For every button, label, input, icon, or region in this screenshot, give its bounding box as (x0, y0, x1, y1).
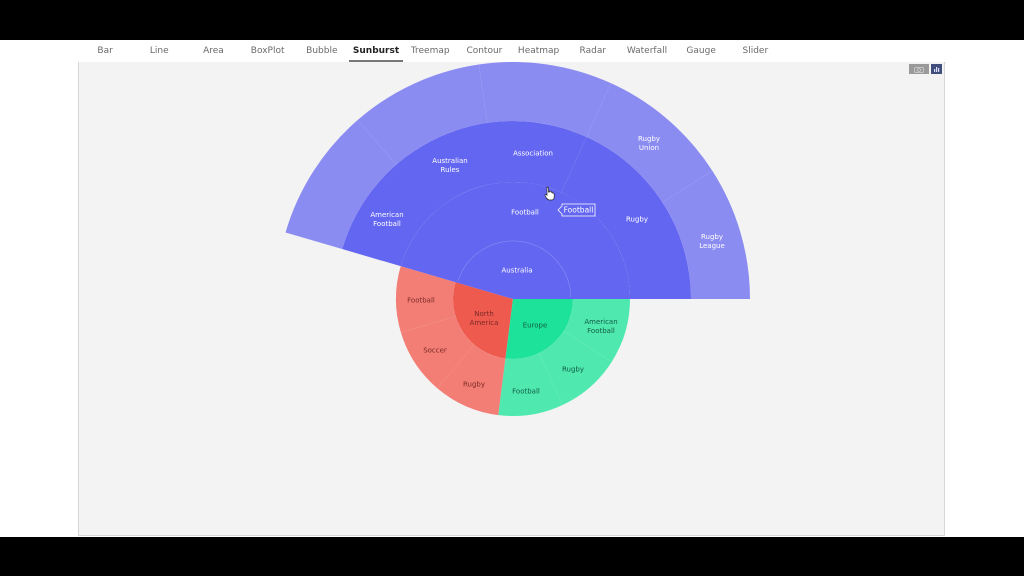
segment-australia-rugby-rugby-league[interactable] (662, 170, 750, 299)
segment-europe[interactable] (505, 299, 573, 360)
segment-australia-rugby[interactable] (561, 136, 691, 299)
chart-type-tabs: Bar Line Area BoxPlot Bubble Sunburst Treemap C… (78, 40, 946, 63)
tab-line[interactable]: Line (149, 46, 169, 56)
label-australia: Australia (502, 267, 533, 275)
label-association: Association (513, 150, 553, 158)
segment-europe-rugby[interactable] (538, 331, 612, 405)
tab-gauge[interactable]: Gauge (686, 46, 716, 56)
hand-cursor-icon (544, 186, 555, 201)
segment-australia-football[interactable] (342, 121, 587, 267)
segment-north-america-soccer[interactable] (400, 316, 475, 389)
label-north-america-football: Football (407, 297, 435, 305)
app-window: Bar Line Area BoxPlot Bubble Sunburst Treemap C… (0, 40, 1024, 537)
segment-europe-football[interactable] (498, 353, 563, 416)
label-north-america-rugby: Rugby (463, 381, 485, 389)
label-europe-football: Football (512, 388, 540, 396)
segment-north-america-rugby[interactable] (437, 344, 506, 416)
chart-toolbar (909, 64, 942, 74)
tab-bubble[interactable]: Bubble (306, 46, 338, 56)
label-australia-football: Football (511, 209, 539, 217)
label-europe: Europe (523, 322, 548, 330)
tab-area[interactable]: Area (203, 46, 224, 56)
tab-sunburst[interactable]: Sunburst (348, 40, 404, 62)
tab-contour[interactable]: Contour (466, 46, 503, 56)
inner-ring-guide (457, 240, 572, 297)
tab-treemap[interactable]: Treemap (410, 46, 450, 56)
label-europe-rugby: Rugby (562, 366, 584, 374)
label-north-america-soccer: Soccer (423, 347, 447, 355)
hover-tooltip: Football (557, 203, 596, 217)
segment-australia-football-association[interactable] (478, 62, 611, 137)
tab-radar[interactable]: Radar (579, 46, 607, 56)
chart-logo-icon[interactable] (931, 64, 942, 74)
segment-north-america[interactable] (453, 282, 513, 359)
segment-australia-football-australian-rules[interactable] (357, 64, 488, 165)
camera-icon[interactable] (909, 64, 929, 74)
tab-boxplot[interactable]: BoxPlot (250, 46, 285, 56)
segment-australia-football-american-football[interactable] (285, 120, 397, 250)
label-australia-rugby: Rugby (626, 216, 648, 224)
segment-europe-american-football[interactable] (563, 299, 630, 362)
tab-slider[interactable]: Slider (742, 46, 769, 56)
segment-australia-rugby-rugby-union[interactable] (586, 83, 713, 203)
tab-heatmap[interactable]: Heatmap (517, 46, 560, 56)
tooltip-text: Football (564, 206, 594, 215)
tab-bar[interactable]: Bar (97, 46, 113, 56)
tab-waterfall[interactable]: Waterfall (626, 46, 668, 56)
segment-north-america-football[interactable] (396, 266, 456, 333)
